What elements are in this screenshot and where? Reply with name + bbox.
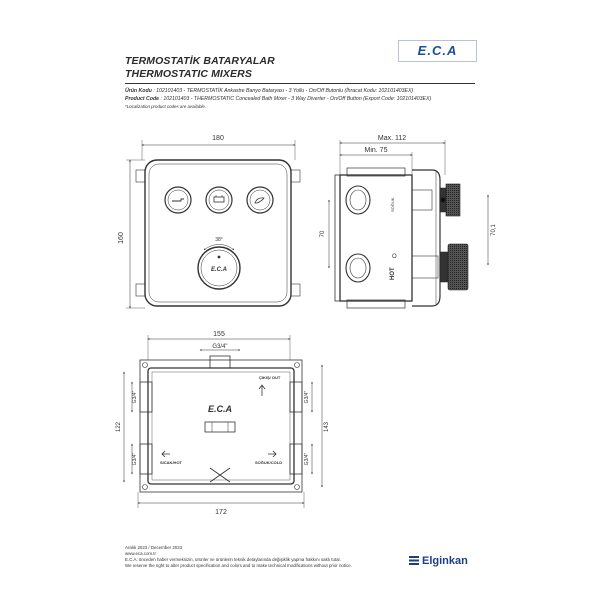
elginkan-mark-icon (409, 556, 419, 565)
thread-right-top: G3/4" (304, 390, 310, 403)
thread-left-bottom: G3/4" (132, 452, 138, 465)
spout-icon (172, 198, 184, 202)
handle-logo: E.C.A (211, 267, 227, 273)
dim-172: 172 (215, 509, 227, 516)
product-code-en: Product Code : 102101403 - THERMOSTATIC … (125, 96, 431, 102)
dim-180: 180 (212, 135, 224, 142)
box-body (147, 367, 295, 485)
box-port-left-top (139, 381, 153, 413)
product-code-tr-label: Ürün Kodu (125, 88, 152, 94)
product-code-en-label: Product Code (125, 96, 160, 102)
title-en: THERMOSTATIC MIXERS (125, 68, 252, 80)
o-mark: O (392, 254, 397, 260)
dim-min: Min. 75 (365, 147, 388, 154)
center-valve (204, 421, 236, 433)
box-port-right-top (289, 381, 303, 413)
cold-port-label: SOĞUK/COLD (255, 460, 282, 465)
hot-label: HOT (390, 267, 396, 280)
eca-logo: E.C.A (398, 40, 477, 62)
dim-155: 155 (213, 331, 225, 338)
dim-70-1: 70,1 (491, 224, 497, 236)
side-port-bottom (345, 253, 371, 283)
front-view (126, 140, 301, 309)
thread-top: G3/4" (212, 344, 227, 350)
hot-port-label: SICAK/HOT (160, 460, 183, 465)
out-arrow-icon (258, 384, 266, 396)
eca-logo-text: E.C.A (417, 43, 458, 58)
cold-arrow-icon (268, 450, 277, 458)
elginkan-logo: Elginkan (409, 555, 468, 567)
thermostat-knob (447, 243, 469, 291)
button-knob (445, 183, 461, 217)
out-label: ÇIKIŞ/ OUT (259, 375, 281, 380)
side-view (328, 140, 489, 309)
box-logo: E.C.A (208, 404, 232, 414)
dim-143: 143 (324, 421, 330, 432)
box-side (339, 174, 413, 302)
soguk-label: SOĞUK (390, 197, 395, 212)
crossed-tool-icon (209, 467, 231, 483)
footer-disclaimer-tr: E.C.A. önceden haber vermeksizin, ürünle… (125, 557, 341, 562)
product-code-en-text: : 102101403 - THERMOSTATIC Concealed Bat… (160, 96, 432, 102)
footer-disclaimer-en: We reserve the right to alter product sp… (125, 563, 352, 568)
box-port-right-bottom (289, 443, 303, 475)
button-overhead (205, 186, 233, 214)
button-spout (164, 186, 192, 214)
product-code-tr-text: : 102101403 - TERMOSTATİK Ankastre Banyo… (153, 88, 414, 94)
angle-label: 38° (215, 237, 223, 243)
title-tr: TERMOSTATİK BATARYALAR (125, 55, 275, 67)
box-port-left-bottom (139, 443, 153, 475)
box-view (123, 335, 323, 508)
hand-shower-icon (254, 197, 265, 204)
thread-left-top: G3/4" (132, 390, 138, 403)
cover-plate (144, 159, 292, 307)
footer-date: Aralık 2023 / December 2023 (125, 545, 183, 550)
thermostat-handle (197, 246, 241, 290)
dim-160: 160 (118, 232, 125, 244)
thermostat-knob-stem (439, 251, 449, 283)
dim-122: 122 (116, 421, 122, 432)
elginkan-name: Elginkan (422, 555, 468, 567)
product-note: *Localization product codes are availabl… (125, 104, 207, 109)
side-knobs (439, 183, 469, 291)
overhead-shower-icon (213, 196, 225, 203)
thread-right-bottom: G3/4" (304, 452, 310, 465)
button-hand-shower (246, 186, 274, 214)
side-port-top (345, 185, 371, 215)
footer-web: www.eca.com.tr (125, 551, 156, 556)
hot-arrow-icon (161, 450, 170, 458)
dim-70: 70 (320, 230, 326, 237)
dim-max: Max. 112 (378, 135, 406, 142)
product-code-tr: Ürün Kodu : 102101403 - TERMOSTATİK Anka… (125, 88, 413, 94)
header-rule (125, 83, 475, 84)
